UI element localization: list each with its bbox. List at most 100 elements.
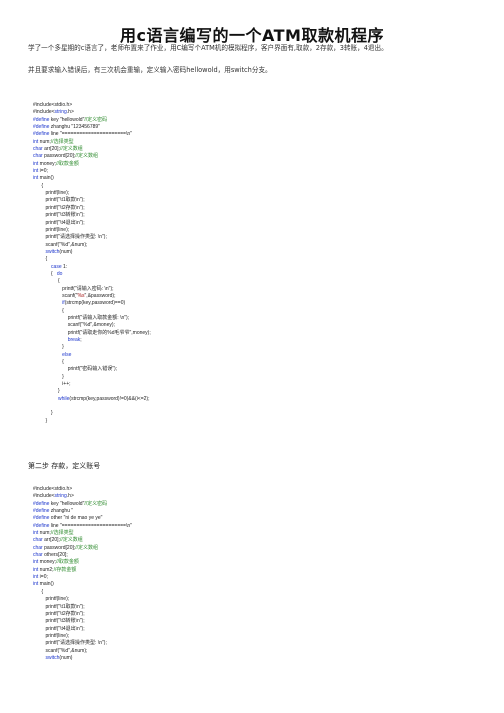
code-line: char password[20];//定义数组 [33, 545, 473, 552]
code-token: printf("请选择操作类型: \n"); [33, 234, 107, 241]
code-token: char [33, 537, 43, 544]
code-token: num; [38, 530, 51, 537]
code-line: #include<string.h> [33, 109, 473, 116]
code-line: scanf("%s",&password); [33, 293, 473, 300]
section-heading-step2: 第二步 存款，定义账号 [28, 462, 101, 470]
code-line: char arr[20];//定义数组 [33, 146, 473, 153]
code-token: printf("请输入密码: \n"); [33, 285, 114, 292]
code-line: printf("\t4退出\n"); [33, 626, 473, 633]
code-token: } [33, 373, 64, 380]
code-line: { [33, 589, 473, 596]
code-token: printf("\t1取款\n"); [33, 197, 85, 204]
code-token: int [33, 566, 39, 573]
code-line: scanf("%d",&num); [33, 242, 473, 249]
code-token: printf(line); [33, 226, 70, 233]
code-token: printf("\t3转账\n"); [33, 212, 85, 219]
code-line: switch(num) [33, 249, 473, 256]
code-line: { [33, 359, 473, 366]
code-token: string [54, 109, 67, 116]
code-token: //取款金额 [56, 559, 79, 566]
code-line: printf("请取走你的%d毛爷爷",money); [33, 330, 473, 337]
code-token: if [62, 300, 65, 307]
code-line: printf("密码输入错误"); [33, 366, 473, 373]
code-token: //定义数组 [59, 537, 83, 544]
code-token: #define [33, 116, 50, 123]
code-token: #include<stdio.h> [33, 102, 73, 108]
code-block-1: #include<stdio.h>#include<string.h>#defi… [33, 102, 473, 425]
code-token: ",&password); [84, 292, 116, 299]
code-token: printf("\t4退出\n"); [33, 625, 85, 632]
code-line: #define key "hellowold"//定义密码 [33, 501, 473, 508]
code-token: arr[20]; [42, 537, 60, 544]
code-token: num; [38, 138, 51, 145]
code-line: #define line "======================\n" [33, 523, 473, 530]
code-token: { [33, 278, 60, 285]
code-token: case [33, 263, 62, 270]
code-token: scanf("%d",&money); [33, 322, 115, 329]
code-line: switch(num) [33, 655, 473, 662]
code-token: other "ni de mao ye ye" [49, 515, 103, 522]
code-line: printf(line); [33, 190, 473, 197]
code-token: //定义密码 [84, 116, 108, 123]
code-line [33, 403, 473, 410]
code-token: i++; [33, 381, 71, 388]
code-token: #include< [33, 109, 55, 116]
code-line: } [33, 374, 473, 381]
code-line: #define zhanghu " [33, 508, 473, 515]
code-token: printf(line); [33, 190, 70, 197]
code-token: printf("\t2存款\n"); [33, 204, 85, 211]
code-token: num2; [38, 566, 54, 573]
code-token: } [33, 410, 53, 417]
code-token: (strcmp(key,password)!=0)&&(i<=2); [69, 395, 150, 402]
code-token: (num) [59, 654, 73, 661]
code-token: printf("\t3转账\n"); [33, 618, 85, 625]
code-token: int [33, 574, 39, 581]
code-line: break; [33, 337, 473, 344]
code-token [33, 300, 62, 306]
code-line: char password[20];//定义数组 [33, 153, 473, 160]
code-line: printf("请输入密码: \n"); [33, 286, 473, 293]
code-token: //定义数组 [75, 544, 99, 551]
code-token: printf(line); [33, 596, 70, 603]
code-line: while(strcmp(key,password)!=0)&&(i<=2); [33, 396, 473, 403]
code-line: int num2;//存款金额 [33, 567, 473, 574]
code-line: printf("\t3转账\n"); [33, 618, 473, 625]
code-token: #define [33, 515, 50, 522]
code-line: #include<string.h> [33, 493, 473, 500]
code-token: money; [38, 160, 57, 167]
code-line: } [33, 418, 473, 425]
code-line: case 1: [33, 264, 473, 271]
code-token: printf("\t2存款\n"); [33, 610, 85, 617]
code-token: int [33, 160, 39, 167]
code-token: else [33, 351, 72, 358]
code-line: { [33, 183, 473, 190]
document-title: 用c语言编写的一个ATM取款机程序 [120, 26, 384, 45]
code-line: { [33, 308, 473, 315]
code-line: int money;//取款金额 [33, 559, 473, 566]
code-line: int main() [33, 175, 473, 182]
code-token: arr[20]; [42, 146, 60, 153]
code-token: { [33, 307, 64, 314]
code-line: printf("请选择操作类型: \n"); [33, 234, 473, 241]
code-line: i++; [33, 381, 473, 388]
code-token: #define [33, 124, 50, 131]
code-token: line "======================\n" [49, 522, 132, 529]
code-token: #define [33, 131, 50, 138]
code-token: { [33, 359, 64, 366]
code-line: #define zhanghu "123456789" [33, 124, 473, 131]
code-token: switch [33, 248, 60, 255]
code-token: printf("请选择操作类型: \n"); [33, 640, 107, 647]
code-token: { [33, 270, 57, 277]
code-line: printf("\t1取款\n"); [33, 604, 473, 611]
code-token: int [33, 138, 39, 145]
code-line: printf("\t1取款\n"); [33, 197, 473, 204]
code-token: char [33, 153, 43, 160]
code-token: %s [77, 292, 85, 299]
code-line: printf("\t2存款\n"); [33, 611, 473, 618]
code-token: char [33, 552, 43, 559]
code-line: { [33, 256, 473, 263]
code-token: #define [33, 508, 50, 515]
code-line: printf("\t2存款\n"); [33, 205, 473, 212]
code-line: printf(line); [33, 633, 473, 640]
code-token: //选择类型 [50, 138, 74, 145]
